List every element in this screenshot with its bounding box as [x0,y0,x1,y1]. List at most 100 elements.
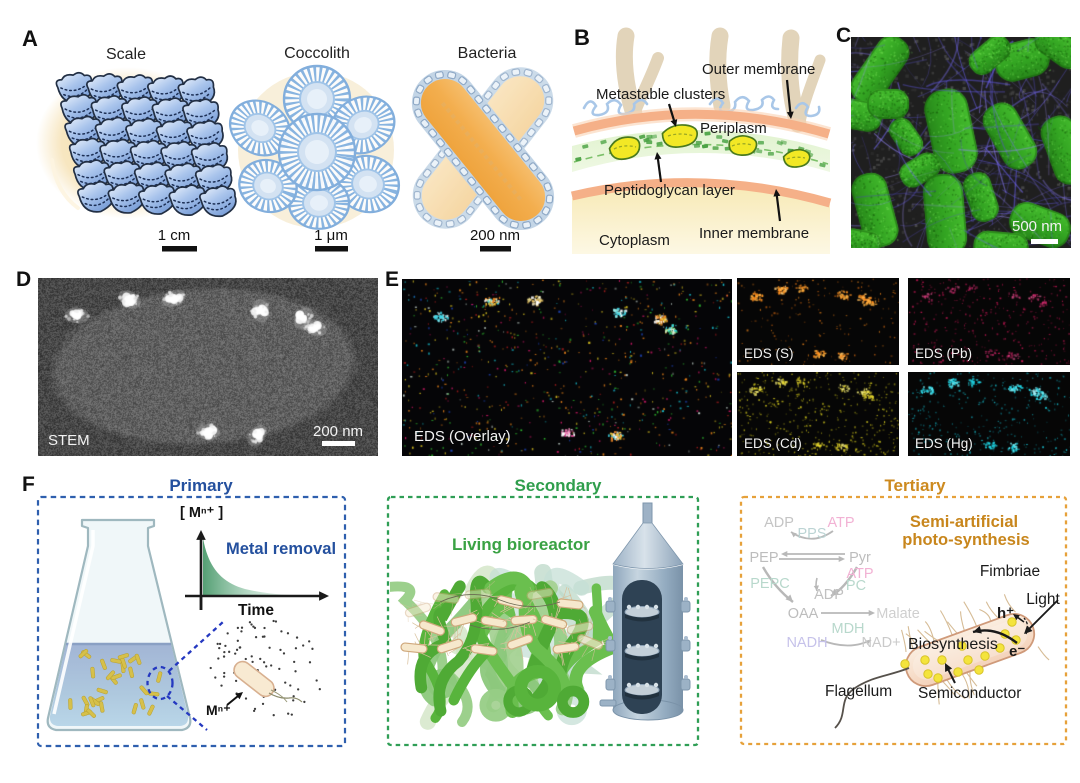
pathway-adp1: ADP [764,515,794,531]
fimbriae-strands [901,594,1050,705]
stem-scalebar-label: 200 nm [313,423,364,440]
panel-b-label: B [574,25,590,50]
sem-micrograph-image [851,37,1071,248]
outer-membrane-core [572,109,831,139]
eds-sulfur-label: EDS (S) [744,346,794,361]
cytoplasm-fill [572,183,830,254]
panel-e-label: E [385,268,400,291]
eds-mercury-label: EDS (Hg) [915,436,973,451]
eds-mercury-map [908,372,1070,456]
scale-bar [162,246,197,252]
cytoplasm-label: Cytoplasm [599,232,670,249]
panel-d-label: D [16,268,32,291]
pathway-malate: Malate [876,606,920,622]
secondary-box: Secondary Living bioreactor [386,476,700,747]
polysaccharide-squiggle [582,95,821,118]
panel-a-label: A [22,26,38,51]
metastable-clusters-label: Metastable clusters [596,86,725,103]
pathway-pep: PEP [749,550,778,566]
pathway-atp2: ATP [846,566,873,582]
flask [46,518,192,732]
light-label: Light [1026,591,1060,608]
periplasm-label: Periplasm [700,120,767,137]
secondary-title: Secondary [515,476,602,495]
sem-scalebar-label: 500 nm [1012,218,1063,235]
biofilm-bacteria [399,580,613,666]
inner-membrane-core [570,178,832,208]
tertiary-box: Tertiary Semi-artificial photo-synthesis… [739,476,1068,746]
pathway-atp1: ATP [827,515,854,531]
bacteria-illustration [411,67,555,231]
pathway-pps: PPS [797,526,826,542]
fimbriae-label: Fimbriae [980,563,1040,580]
stem-tag: STEM [48,432,90,449]
panel-c-label: C [836,24,852,47]
eds-lead-label: EDS (Pb) [915,346,973,361]
pathway-pepc: PEPC [750,576,790,592]
pathway-pc: PC [846,578,866,594]
tertiary-title: Tertiary [884,476,946,495]
metastable-cluster-blobs [608,124,811,168]
scale-bar-label: 1 cm [158,227,191,244]
semiconductor-label: Semiconductor [918,685,1021,702]
living-bioreactor-label: Living bioreactor [452,535,590,554]
tertiary-arrows [945,599,1059,684]
ion-label: Mⁿ⁺ [206,702,231,718]
zoom-link [146,621,224,731]
coccolith-bar [315,246,348,252]
scale-title: Scale [106,46,146,63]
biosynthesis-label: Biosynthesis [908,636,998,653]
eds-lead-map [908,278,1070,365]
primary-box: Primary [ Mⁿ⁺ ] Metal removal Time Mⁿ⁺ [36,476,347,748]
zoom-bacterium [233,660,303,703]
pathway-oaa: OAA [788,606,819,622]
eminus-label: e⁻ [1009,643,1025,660]
pathway-arrows [761,530,875,647]
bioreactor-column [599,502,691,721]
flagellum-curve [834,667,910,729]
eds-cadmium-label: EDS (Cd) [744,436,802,451]
inner-membrane-label: Inner membrane [699,225,809,242]
primary-title: Primary [169,476,233,495]
secondary-dashed-border [386,495,700,747]
tertiary-dashed-border [739,495,1068,746]
eds-sulfur-map [737,278,899,365]
graph-annotation: Metal removal [226,540,336,558]
graph-xlabel: Time [238,602,274,619]
sem-scalebar [1031,239,1058,244]
eds-overlay-map [402,279,732,456]
panel-a-illustration: A Scale Coccolith Bacteria 1 cm 1 μm 200… [22,26,555,252]
primary-dashed-border [36,495,347,748]
bacteria-bar [480,246,511,252]
pathway-adp2: ADP [814,587,844,603]
semi-artificial-line1: Semi-artificial [910,513,1018,531]
pathway-labels: ADP ATP PPS PEP Pyr ATP PC PEPC ADP OAA … [749,515,919,651]
flagellum-label: Flagellum [825,683,892,700]
bacteria-title: Bacteria [458,45,517,62]
flask-bacteria [68,649,163,718]
coccolith-title: Coccolith [284,45,350,62]
pathway-nad: NAD+ [861,635,900,651]
outer-membrane-label: Outer membrane [702,61,815,78]
scale-illustration [36,67,239,223]
peptidoglycan-label: Peptidoglycan layer [604,182,735,199]
bacteria-bar-label: 200 nm [470,227,520,244]
pathway-mdh: MDH [831,621,864,637]
metal-removal-graph [203,538,317,596]
graph-ylabel: [ Mⁿ⁺ ] [180,505,223,521]
hplus-label: h⁺ [997,605,1014,622]
panel-b-arrows [654,79,794,222]
eds-overlay-label: EDS (Overlay) [414,428,511,445]
panel-b-membrane-diagram: B Metastable clusters Outer membrane Per… [570,25,832,254]
panel-f-label: F [22,473,35,496]
primary-arrows [185,530,329,706]
coccolith-bar-label: 1 μm [314,227,348,244]
semi-artificial-line2: photo-synthesis [902,531,1029,549]
stem-micrograph-image [38,278,378,456]
pathway-nadh: NADH [786,635,827,651]
pathway-pyr: Pyr [849,550,871,566]
eds-cadmium-map [737,372,899,456]
stem-scalebar [322,441,355,446]
coccolith-illustration [229,64,400,230]
